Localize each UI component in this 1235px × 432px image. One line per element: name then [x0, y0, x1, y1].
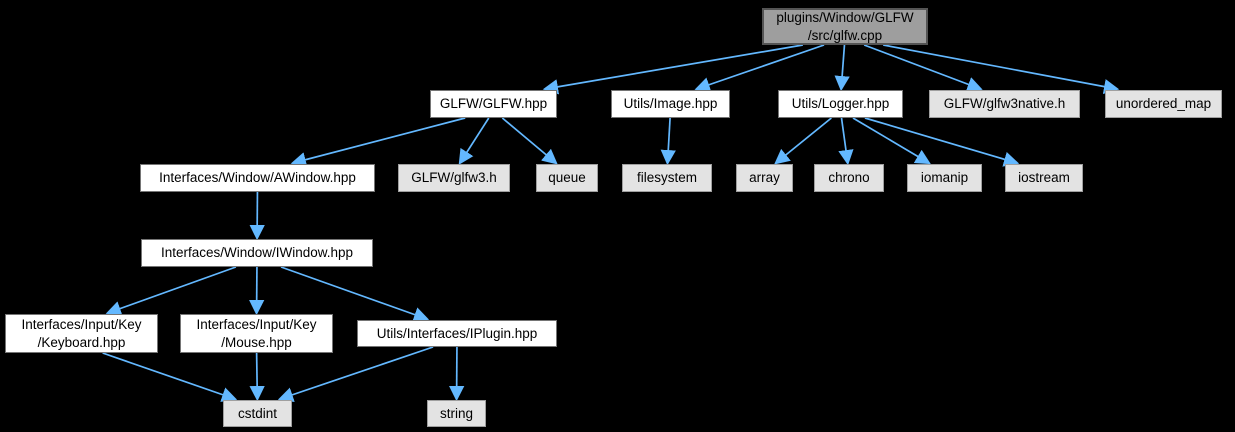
graph-node-mouse-hpp[interactable]: Interfaces/Input/Key /Mouse.hpp [180, 314, 333, 353]
graph-node-glfw3-h: GLFW/glfw3.h [398, 164, 510, 192]
graph-node-glfw-hpp[interactable]: GLFW/GLFW.hpp [430, 90, 557, 118]
graph-node-iwindow-hpp[interactable]: Interfaces/Window/IWindow.hpp [141, 239, 373, 267]
edge-glfw-hpp-to-queue [501, 117, 558, 165]
graph-node-awindow-hpp[interactable]: Interfaces/Window/AWindow.hpp [140, 164, 375, 192]
edge-glfw-cpp-to-utils-image-hpp [694, 44, 825, 92]
edge-keyboard-hpp-to-cstdint [102, 352, 238, 402]
graph-node-cstdint: cstdint [223, 400, 292, 427]
edge-glfw-cpp-to-unordered-map [883, 44, 1120, 95]
edge-utils-logger-hpp-to-array [774, 117, 832, 165]
edge-iplugin-hpp-to-cstdint [277, 346, 434, 403]
edge-utils-logger-hpp-to-chrono [838, 117, 854, 166]
graph-node-utils-image-hpp[interactable]: Utils/Image.hpp [611, 90, 730, 118]
edge-mouse-hpp-to-cstdint [249, 352, 265, 402]
graph-node-iostream: iostream [1005, 164, 1083, 192]
graph-node-chrono: chrono [814, 164, 884, 192]
graph-node-string: string [427, 400, 486, 427]
edge-glfw-cpp-to-glfw-hpp [542, 44, 803, 95]
edge-utils-logger-hpp-to-iomanip [852, 117, 931, 165]
edge-glfw-cpp-to-utils-logger-hpp [834, 44, 850, 92]
graph-node-glfw3native-h: GLFW/glfw3native.h [929, 90, 1080, 118]
graph-node-filesystem: filesystem [622, 164, 712, 192]
graph-node-unordered-map: unordered_map [1105, 90, 1222, 118]
edge-utils-logger-hpp-to-iostream [864, 117, 1020, 167]
graph-node-keyboard-hpp[interactable]: Interfaces/Input/Key /Keyboard.hpp [5, 314, 158, 353]
edge-glfw-hpp-to-awindow-hpp [290, 117, 466, 168]
edge-glfw-cpp-to-glfw3native-h [863, 44, 983, 92]
graph-node-glfw-cpp: plugins/Window/GLFW /src/glfw.cpp [762, 8, 928, 45]
edge-glfw-hpp-to-glfw3-h [458, 117, 490, 165]
graph-node-iomanip: iomanip [907, 164, 982, 192]
graph-node-utils-logger-hpp[interactable]: Utils/Logger.hpp [778, 90, 903, 118]
graph-node-array: array [736, 164, 793, 192]
edge-iwindow-hpp-to-iplugin-hpp [280, 266, 430, 322]
edge-iwindow-hpp-to-keyboard-hpp [105, 266, 237, 316]
graph-node-iplugin-hpp[interactable]: Utils/Interfaces/IPlugin.hpp [357, 320, 557, 347]
edge-utils-image-hpp-to-filesystem [660, 117, 676, 166]
graph-node-queue: queue [536, 164, 598, 192]
